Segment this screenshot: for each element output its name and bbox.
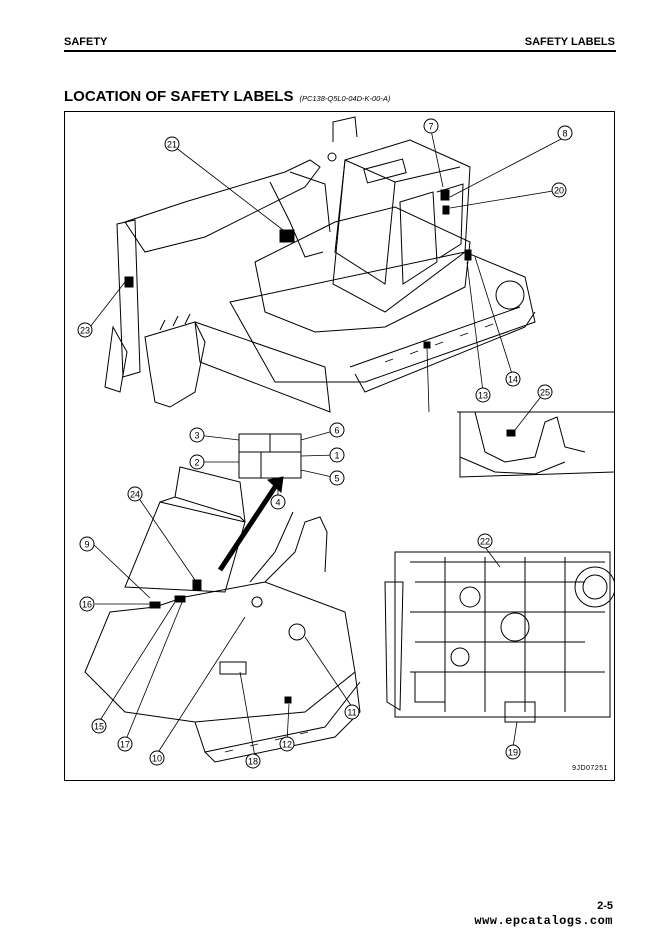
callout-number: 13 <box>478 391 488 401</box>
callout-10: 10 <box>149 750 165 766</box>
callout-circle <box>475 387 491 403</box>
callout-number: 23 <box>80 326 90 336</box>
callout-circle <box>329 470 345 486</box>
figure-code: 9JD07251 <box>572 765 608 772</box>
callout-19: 19 <box>505 744 521 760</box>
callout-number: 16 <box>82 600 92 610</box>
website-watermark: www.epcatalogs.com <box>474 914 613 928</box>
callout-24: 24 <box>127 486 143 502</box>
cab-detail-inset <box>457 393 614 478</box>
callout-circle <box>551 182 567 198</box>
callout-14: 14 <box>505 371 521 387</box>
callout-number: 9 <box>84 540 89 550</box>
callout-number: 2 <box>194 458 199 468</box>
section-header: SAFETY <box>64 36 108 48</box>
callout-6: 6 <box>329 422 345 438</box>
callout-number: 24 <box>130 490 140 500</box>
callout-circle <box>423 118 439 134</box>
callout-number: 1 <box>334 451 339 461</box>
callout-17: 17 <box>117 736 133 752</box>
callout-number: 15 <box>94 722 104 732</box>
callout-12: 12 <box>279 736 295 752</box>
callout-number: 10 <box>152 754 162 764</box>
callout-circle <box>505 744 521 760</box>
callout-number: 7 <box>428 122 433 132</box>
callout-3: 3 <box>189 427 205 443</box>
callout-number: 14 <box>508 375 518 385</box>
callout-circle <box>189 427 205 443</box>
callout-16: 16 <box>79 596 95 612</box>
callout-number: 12 <box>282 740 292 750</box>
callout-circle <box>329 422 345 438</box>
callout-11: 11 <box>344 704 360 720</box>
title-text: LOCATION OF SAFETY LABELS <box>64 88 294 105</box>
callout-15: 15 <box>91 718 107 734</box>
page-number: 2-5 <box>597 900 613 912</box>
callout-number: 5 <box>334 474 339 484</box>
callout-circle <box>91 718 107 734</box>
callout-circle <box>537 384 553 400</box>
excavator-illustration: 1234567891011121314151617181920212223242… <box>77 116 614 769</box>
rear-excavator-drawing <box>84 466 361 763</box>
callout-22: 22 <box>477 533 493 549</box>
callout-5: 5 <box>329 470 345 486</box>
callout-number: 19 <box>508 748 518 758</box>
callout-circle <box>79 536 95 552</box>
callout-circle <box>477 533 493 549</box>
callout-circle <box>329 447 345 463</box>
callout-circle <box>189 454 205 470</box>
callout-number: 8 <box>562 129 567 139</box>
callout-circle <box>127 486 143 502</box>
callout-circle <box>557 125 573 141</box>
callout-circle <box>79 596 95 612</box>
callout-7: 7 <box>423 118 439 134</box>
callout-circle <box>164 136 180 152</box>
callout-21: 21 <box>164 136 180 152</box>
callout-number: 17 <box>120 740 130 750</box>
callout-circle <box>344 704 360 720</box>
callout-number: 25 <box>540 388 550 398</box>
header-rule <box>64 50 616 52</box>
callout-circle <box>279 736 295 752</box>
callout-number: 18 <box>248 757 258 767</box>
callout-number: 11 <box>347 708 356 718</box>
callout-1: 1 <box>329 447 345 463</box>
callout-23: 23 <box>77 322 93 338</box>
subsection-header: SAFETY LABELS <box>524 36 615 48</box>
callout-number: 22 <box>480 537 490 547</box>
callout-9: 9 <box>79 536 95 552</box>
callout-number: 3 <box>194 431 199 441</box>
callout-13: 13 <box>475 387 491 403</box>
callout-number: 21 <box>167 140 177 150</box>
callout-number: 20 <box>554 186 564 196</box>
callout-circle <box>270 494 286 510</box>
callout-circle <box>77 322 93 338</box>
callout-number: 4 <box>275 498 280 508</box>
callout-20: 20 <box>551 182 567 198</box>
callout-4: 4 <box>270 494 286 510</box>
top-excavator-drawing <box>89 116 566 413</box>
page-title: LOCATION OF SAFETY LABELS (PC138-Q5L0-04D… <box>64 88 390 105</box>
label-cluster <box>196 429 338 572</box>
callout-number: 6 <box>334 426 339 436</box>
callout-circle <box>117 736 133 752</box>
callout-25: 25 <box>537 384 553 400</box>
callout-18: 18 <box>245 753 261 769</box>
callout-circle <box>505 371 521 387</box>
doc-code: (PC138-Q5L0-04D-K-00-A) <box>299 94 391 103</box>
engine-drawing <box>384 546 614 748</box>
callout-8: 8 <box>557 125 573 141</box>
callout-2: 2 <box>189 454 205 470</box>
callout-circle <box>245 753 261 769</box>
callout-circle <box>149 750 165 766</box>
